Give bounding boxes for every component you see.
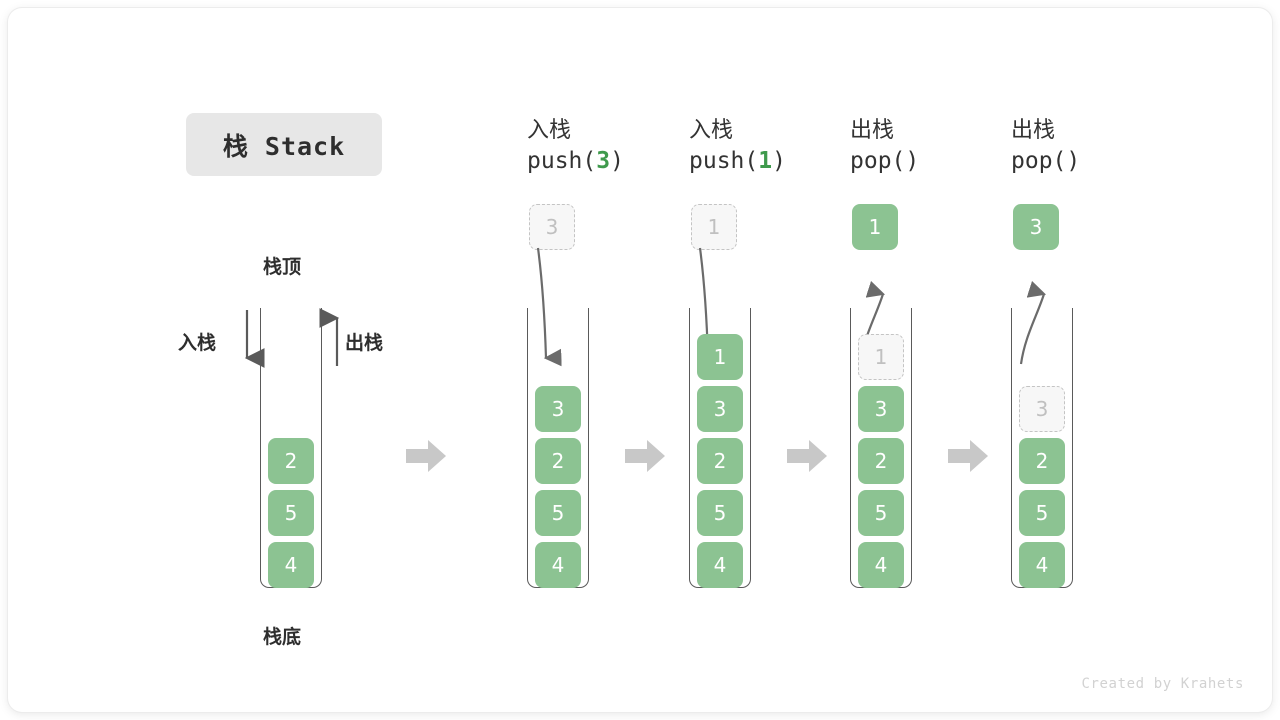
stack-cell: 2 bbox=[697, 438, 743, 484]
stack-cell: 2 bbox=[268, 438, 314, 484]
step-header-2: 出栈 pop() bbox=[850, 116, 919, 178]
stack-cell: 4 bbox=[697, 542, 743, 588]
step-operation-name-3: 出栈 bbox=[1011, 118, 1056, 143]
step-operation-name-2: 出栈 bbox=[850, 118, 895, 143]
step-header-3: 出栈 pop() bbox=[1011, 116, 1080, 178]
stack-items-2: 1 3 2 5 4 bbox=[850, 308, 912, 588]
step-operation-arg-0: 3 bbox=[596, 148, 611, 175]
step-operation-name-0: 入栈 bbox=[527, 118, 572, 143]
step-operation-code-1: push(1) bbox=[689, 148, 786, 175]
stack-cell: 4 bbox=[535, 542, 581, 588]
stack-cell: 4 bbox=[268, 542, 314, 588]
stack-cell: 3 bbox=[535, 386, 581, 432]
stack-cell: 2 bbox=[1019, 438, 1065, 484]
page-title: 栈 Stack bbox=[222, 131, 346, 161]
stack-cell: 4 bbox=[858, 542, 904, 588]
step-header-1: 入栈 push(1) bbox=[689, 116, 786, 178]
step-arrow-icon-0 bbox=[406, 440, 446, 472]
step-arrow-icon-1 bbox=[625, 440, 665, 472]
pop-side-label: 出栈 bbox=[345, 332, 384, 354]
stack-cell: 2 bbox=[535, 438, 581, 484]
step-arrow-icon-3 bbox=[948, 440, 988, 472]
stack-cell: 3 bbox=[858, 386, 904, 432]
step-header-0: 入栈 push(3) bbox=[527, 116, 624, 178]
incoming-ghost-cell-1: 1 bbox=[691, 204, 737, 250]
step-operation-arg-1: 1 bbox=[758, 148, 773, 175]
stack-cell: 3 bbox=[697, 386, 743, 432]
stack-items-0: 3 2 5 4 bbox=[527, 308, 589, 588]
stack-bottom-label: 栈底 bbox=[263, 626, 302, 648]
push-side-label: 入栈 bbox=[178, 332, 217, 354]
step-arrow-icon-2 bbox=[787, 440, 827, 472]
step-operation-code-3: pop() bbox=[1011, 148, 1081, 175]
push-flow-arrow-0 bbox=[536, 247, 562, 367]
push-direction-arrow-icon bbox=[244, 310, 265, 368]
diagram-title-badge: 栈 Stack bbox=[186, 113, 382, 176]
stack-cell: 5 bbox=[1019, 490, 1065, 536]
stack-cell: 5 bbox=[697, 490, 743, 536]
stack-cell: 1 bbox=[697, 334, 743, 380]
footer-credit: Created by Krahets bbox=[1081, 676, 1244, 692]
step-operation-code-0: push(3) bbox=[527, 148, 624, 175]
stack-cell-ghost: 1 bbox=[858, 334, 904, 380]
popped-result-cell-2: 1 bbox=[852, 204, 898, 250]
pop-direction-arrow-icon bbox=[319, 308, 340, 366]
stack-items-3: 3 2 5 4 bbox=[1011, 308, 1073, 588]
pop-flow-arrow-3 bbox=[1019, 280, 1047, 365]
stack-cell-ghost: 3 bbox=[1019, 386, 1065, 432]
step-operation-name-1: 入栈 bbox=[689, 118, 734, 143]
stack-cell: 4 bbox=[1019, 542, 1065, 588]
stack-cell: 5 bbox=[268, 490, 314, 536]
stack-items-initial: 2 5 4 bbox=[260, 308, 322, 588]
popped-result-cell-3: 3 bbox=[1013, 204, 1059, 250]
stack-top-label: 栈顶 bbox=[263, 256, 302, 278]
stack-cell: 5 bbox=[858, 490, 904, 536]
step-operation-code-2: pop() bbox=[850, 148, 920, 175]
stack-cell: 5 bbox=[535, 490, 581, 536]
incoming-ghost-cell-0: 3 bbox=[529, 204, 575, 250]
stack-cell: 2 bbox=[858, 438, 904, 484]
stack-items-1: 1 3 2 5 4 bbox=[689, 308, 751, 588]
